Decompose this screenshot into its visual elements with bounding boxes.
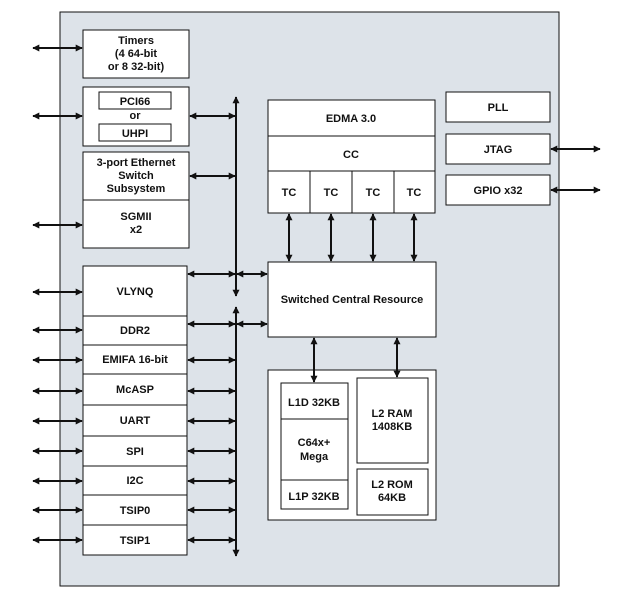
gpio-block: GPIO x32 <box>445 174 551 206</box>
connectors <box>32 44 601 557</box>
l2ram-label-2: 1408KB <box>372 421 412 433</box>
timers-block: Timers (4 64-bit or 8 32-bit) <box>82 29 190 79</box>
pci-uhpi-block: PCI66 or UHPI <box>82 86 190 147</box>
l2rom-label-2: 64KB <box>378 492 406 504</box>
tsip0-label: TSIP0 <box>120 505 151 517</box>
timers-label-1: Timers <box>118 35 154 47</box>
sgmii-label-1: SGMII <box>120 211 151 223</box>
or-label: or <box>130 110 142 122</box>
tsip1-label: TSIP1 <box>120 535 151 547</box>
timers-label-2: (4 64-bit <box>115 48 158 60</box>
uhpi-label: UHPI <box>122 128 148 140</box>
tc-label-3: TC <box>366 187 381 199</box>
jtag-label: JTAG <box>484 144 513 156</box>
sgmii-label-2: x2 <box>130 224 142 236</box>
l1p-label: L1P 32KB <box>288 491 339 503</box>
jtag-block: JTAG <box>445 133 551 165</box>
uart-label: UART <box>120 415 151 427</box>
c64x-label-1: C64x+ <box>298 437 331 449</box>
ethernet-label-1: 3-port Ethernet <box>97 157 176 169</box>
tc-label-2: TC <box>324 187 339 199</box>
c64x-label-2: Mega <box>300 451 329 463</box>
emifa-label: EMIFA 16-bit <box>102 354 168 366</box>
cc-label: CC <box>343 149 359 161</box>
pll-block: PLL <box>445 91 551 123</box>
l2ram-label-1: L2 RAM <box>372 408 413 420</box>
tc-label-1: TC <box>282 187 297 199</box>
timers-label-3: or 8 32-bit) <box>108 61 165 73</box>
pci66-label: PCI66 <box>120 96 151 108</box>
megamodule-block: L1D 32KB C64x+ Mega L1P 32KB L2 RAM 1408… <box>267 369 437 521</box>
ethernet-label-3: Subsystem <box>107 183 166 195</box>
peripheral-stack: VLYNQ DDR2 EMIFA 16-bit McASP UART SPI I… <box>82 265 188 556</box>
pll-label: PLL <box>488 102 509 114</box>
ethernet-label-2: Switch <box>118 170 154 182</box>
scr-block: Switched Central Resource <box>267 261 437 338</box>
gpio-label: GPIO x32 <box>474 185 523 197</box>
edma-block: EDMA 3.0 CC TC TC TC TC <box>267 99 436 214</box>
ddr2-label: DDR2 <box>120 325 150 337</box>
spi-label: SPI <box>126 446 144 458</box>
i2c-label: I2C <box>126 475 143 487</box>
tc-label-4: TC <box>407 187 422 199</box>
edma-label: EDMA 3.0 <box>326 113 376 125</box>
ethernet-switch-block: 3-port Ethernet Switch Subsystem <box>82 151 190 201</box>
l1d-label: L1D 32KB <box>288 397 340 409</box>
vlynq-label: VLYNQ <box>117 286 154 298</box>
sgmii-block: SGMII x2 <box>82 199 190 249</box>
scr-label: Switched Central Resource <box>281 294 423 306</box>
mcasp-label: McASP <box>116 384 154 396</box>
l2rom-label-1: L2 ROM <box>371 479 413 491</box>
